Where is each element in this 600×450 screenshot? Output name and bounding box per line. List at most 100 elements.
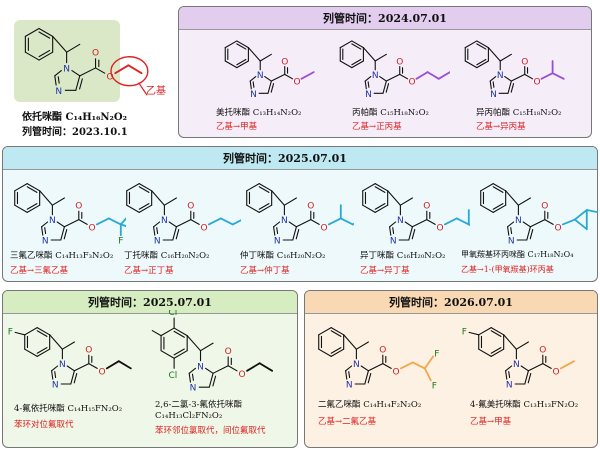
ester-chain-bond <box>117 360 132 370</box>
butyl-change: 乙基→正丁基 <box>124 266 174 276</box>
ester-chain-bond <box>219 217 234 226</box>
phenyl-bond <box>224 60 238 69</box>
phenyl-bond <box>138 183 153 192</box>
phenyl-inner-bond <box>490 330 502 337</box>
phenyl-bond <box>362 204 376 213</box>
phenyl-bond <box>362 183 376 192</box>
ester-chain-bond <box>437 71 450 80</box>
double-bond <box>191 373 194 381</box>
double-bond <box>507 226 510 236</box>
double-bond <box>156 227 159 235</box>
double-bond <box>44 227 47 235</box>
bond <box>73 363 90 372</box>
atom-label: Cl <box>168 371 177 381</box>
phenyl-bond <box>492 183 507 192</box>
phenyl-inner-bond <box>38 31 51 39</box>
ester-chain-bond <box>426 71 440 80</box>
bond <box>54 70 62 77</box>
phenyl-inner-bond <box>138 186 150 193</box>
ester-chain-bond <box>95 217 110 226</box>
panel-2026: 列管时间：2026.07.01 <box>304 290 598 448</box>
methyl-bond <box>517 197 531 206</box>
bond <box>468 331 480 336</box>
dichlorofluoro-name: 2,6-二氯-3-氟依托咪酯 <box>155 400 243 410</box>
bond <box>227 365 238 372</box>
atom-label: O <box>392 367 399 377</box>
atom-label: O <box>187 202 194 212</box>
phenyl-bond <box>160 350 175 359</box>
ester-chain-bond <box>207 217 222 226</box>
ester-chain-bond <box>399 361 414 370</box>
bond <box>151 190 165 206</box>
bond <box>404 221 413 228</box>
phenyl-bond <box>476 60 489 69</box>
phenyl-inner-bond <box>138 203 150 210</box>
bond <box>527 363 544 372</box>
phenyl-inner-bond <box>173 348 185 356</box>
ester-chain-bond <box>423 367 432 382</box>
ester-chain-bond <box>559 360 575 370</box>
bond <box>489 76 497 82</box>
bond <box>39 190 53 206</box>
atom-label: O <box>106 72 113 82</box>
bond <box>186 335 202 352</box>
phenyl-bond <box>258 204 273 213</box>
ester-chain-bond <box>127 64 143 75</box>
atom-label: N <box>353 360 360 370</box>
atom-label: O <box>436 223 443 233</box>
double-bond <box>57 76 60 84</box>
double-bond <box>382 80 387 94</box>
phenyl-inner-bond <box>351 58 362 66</box>
bond <box>188 367 197 374</box>
atom-label: N <box>497 71 504 81</box>
isobutyl-change: 乙基→异丁基 <box>360 266 410 276</box>
phenyl-bond <box>490 327 505 336</box>
phenyl-bond <box>351 60 364 69</box>
phenyl-bond <box>476 40 489 49</box>
atom-label: O <box>293 78 300 88</box>
ester-chain-bond <box>540 72 554 80</box>
bond <box>168 221 177 228</box>
bond <box>487 47 501 62</box>
phenyl-inner-bond <box>26 203 38 210</box>
phenyl-bond <box>38 51 54 61</box>
atom-label: O <box>225 347 232 357</box>
bond <box>63 219 80 228</box>
phenyl-bond <box>24 27 40 37</box>
phenyl-bond <box>26 204 41 213</box>
difluoroethyl-name: 二氟乙咪酯 C₁₄H₁₄F₂N₂O₂ <box>318 400 422 410</box>
reference-label: 乙基 <box>146 86 166 97</box>
atom-label: N <box>52 381 59 391</box>
atom-label: O <box>98 367 105 377</box>
atom-label: N <box>49 216 56 226</box>
ester-chain-bond <box>585 209 598 214</box>
isopropoxate-change: 乙基→异丙基 <box>476 122 526 132</box>
secbutyl-name: 仲丁咪酯 C₁₆H₂₀N₂O₂ <box>240 251 326 261</box>
methyl-bond <box>515 341 529 350</box>
ester-chain-bond <box>573 209 588 221</box>
bond <box>247 47 261 62</box>
ester-chain-bond <box>300 71 315 80</box>
ester-chain-bond <box>107 217 122 226</box>
atom-label: F <box>462 328 467 338</box>
atom-label: N <box>372 71 379 81</box>
atom-label: O <box>423 202 430 212</box>
double-bond <box>492 81 495 88</box>
label-pointer <box>138 82 148 96</box>
double-bond <box>54 75 57 86</box>
double-bond <box>392 227 395 235</box>
methyl-bond <box>499 53 512 62</box>
double-bond <box>79 78 83 90</box>
double-bond <box>505 370 508 380</box>
phenyl-bond <box>236 60 249 69</box>
propoxate-name: 丙帕酯 C₁₅H₁₈N₂O₂ <box>352 108 429 118</box>
atom-label: O <box>554 223 561 233</box>
phenyl-bond <box>339 40 353 49</box>
bond <box>212 365 229 374</box>
methyl-bond <box>374 53 387 62</box>
atom-label: O <box>541 202 548 212</box>
trifluoroethyl-change: 乙基→三氟乙基 <box>10 266 69 276</box>
